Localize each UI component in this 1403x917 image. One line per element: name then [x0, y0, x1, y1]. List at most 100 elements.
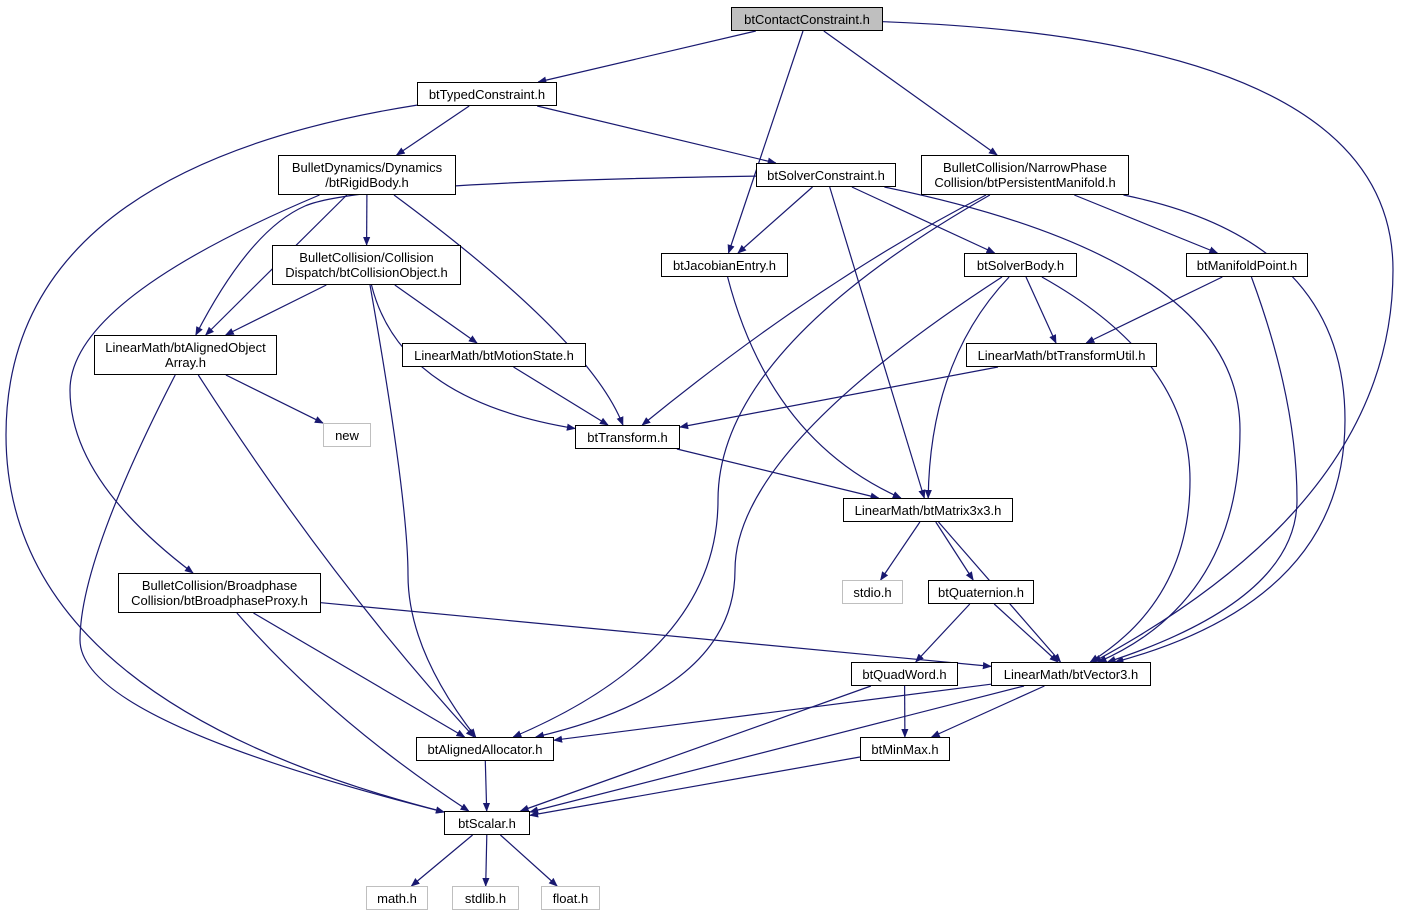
- edge-manifold-to-tutil: [1085, 276, 1223, 344]
- node-math: math.h: [366, 886, 428, 910]
- node-label: float.h: [552, 890, 589, 906]
- node-quat[interactable]: btQuaternion.h: [928, 580, 1034, 604]
- edge-alloc-to-scalar: [482, 760, 491, 812]
- node-label: LinearMath/btTransformUtil.h: [977, 347, 1146, 363]
- edge-solverb-to-alloc: [534, 276, 1003, 739]
- edge-matrix-to-quat: [935, 521, 974, 581]
- edge-collobj-to-transform: [370, 284, 576, 431]
- node-scalar[interactable]: btScalar.h: [444, 811, 530, 835]
- node-label: new: [335, 427, 359, 443]
- edge-aligned-to-new: [225, 374, 324, 424]
- edge-collobj-to-alloc: [369, 284, 477, 738]
- node-typed[interactable]: btTypedConstraint.h: [417, 82, 557, 106]
- edge-persist-to-transform: [641, 194, 987, 426]
- edge-vector-to-scalar: [529, 685, 1025, 814]
- node-label: LinearMath/btVector3.h: [1003, 666, 1139, 682]
- edge-persist-to-vector: [1114, 194, 1346, 664]
- edge-vector-to-alloc: [553, 683, 992, 743]
- edge-contact-to-persist: [823, 30, 998, 156]
- edge-broad-to-scalar: [236, 612, 470, 812]
- node-float: float.h: [541, 886, 600, 910]
- node-label: btSolverBody.h: [976, 257, 1065, 273]
- edge-collobj-to-motion: [394, 284, 478, 344]
- node-motion[interactable]: LinearMath/btMotionState.h: [402, 343, 586, 367]
- node-solverc[interactable]: btSolverConstraint.h: [756, 163, 896, 187]
- node-label: btContactConstraint.h: [744, 11, 870, 27]
- edge-solverb-to-vector: [1041, 276, 1191, 663]
- edge-minmax-to-scalar: [529, 756, 861, 818]
- edge-broad-to-alloc: [253, 612, 466, 738]
- node-solverb[interactable]: btSolverBody.h: [964, 253, 1077, 277]
- node-label: btSolverConstraint.h: [767, 167, 885, 183]
- edge-solverc-to-aligned: [195, 175, 757, 336]
- edge-contact-to-vector: [882, 21, 1394, 663]
- edge-typed-to-scalar: [5, 104, 445, 814]
- edge-persist-to-alloc: [512, 194, 991, 738]
- edge-matrix-to-stdio: [880, 521, 921, 581]
- edge-solverc-to-jacobian: [737, 186, 813, 254]
- edge-contact-to-typed: [537, 30, 756, 84]
- edge-solverc-to-vector: [884, 186, 1241, 663]
- node-label: LinearMath/btAlignedObject: [105, 340, 266, 355]
- node-label: btTransform.h: [587, 429, 668, 445]
- node-jacobian[interactable]: btJacobianEntry.h: [661, 253, 788, 277]
- edge-motion-to-transform: [513, 366, 609, 426]
- edge-scalar-to-float: [499, 834, 558, 887]
- edge-typed-to-rigid: [395, 105, 470, 156]
- node-label: LinearMath/btMatrix3x3.h: [854, 502, 1002, 518]
- node-matrix[interactable]: LinearMath/btMatrix3x3.h: [843, 498, 1013, 522]
- node-rigid[interactable]: BulletDynamics/Dynamics/btRigidBody.h: [278, 155, 456, 195]
- node-manifold[interactable]: btManifoldPoint.h: [1186, 253, 1308, 277]
- node-vector[interactable]: LinearMath/btVector3.h: [991, 662, 1151, 686]
- edge-scalar-to-math: [410, 834, 473, 887]
- edge-manifold-to-vector: [1106, 276, 1298, 663]
- node-tutil[interactable]: LinearMath/btTransformUtil.h: [966, 343, 1157, 367]
- node-label: math.h: [377, 890, 417, 906]
- node-label: btAlignedAllocator.h: [427, 741, 543, 757]
- node-label: stdio.h: [853, 584, 892, 600]
- node-label: btManifoldPoint.h: [1196, 257, 1298, 273]
- edge-solverc-to-matrix: [829, 186, 926, 499]
- node-label: Collision/btPersistentManifold.h: [934, 175, 1116, 190]
- node-stdio: stdio.h: [842, 580, 903, 604]
- node-label: Collision/btBroadphaseProxy.h: [131, 593, 308, 608]
- edge-tutil-to-transform: [679, 366, 999, 430]
- node-label: btMinMax.h: [871, 741, 939, 757]
- edge-aligned-to-alloc: [197, 374, 475, 738]
- node-stdlib: stdlib.h: [452, 886, 519, 910]
- node-label: BulletCollision/NarrowPhase: [942, 160, 1108, 175]
- node-label: LinearMath/btMotionState.h: [414, 347, 574, 363]
- node-contact[interactable]: btContactConstraint.h: [731, 7, 883, 31]
- node-label: btScalar.h: [458, 815, 516, 831]
- edge-vector-to-minmax: [930, 685, 1045, 738]
- node-quad[interactable]: btQuadWord.h: [851, 662, 958, 686]
- edge-solverb-to-tutil: [1025, 276, 1057, 344]
- node-label: /btRigidBody.h: [325, 175, 409, 190]
- edge-rigid-to-broad: [69, 194, 320, 574]
- node-alloc[interactable]: btAlignedAllocator.h: [416, 737, 554, 761]
- node-label: btQuadWord.h: [862, 666, 947, 682]
- node-label: stdlib.h: [464, 890, 507, 906]
- node-label: BulletDynamics/Dynamics: [291, 160, 443, 175]
- node-transform[interactable]: btTransform.h: [575, 425, 680, 449]
- edge-transform-to-matrix: [676, 448, 880, 500]
- edge-quat-to-quad: [915, 603, 971, 663]
- edge-aligned-to-scalar: [79, 374, 445, 814]
- edge-quad-to-scalar: [519, 685, 872, 812]
- node-label: Dispatch/btCollisionObject.h: [285, 265, 448, 280]
- edge-solverc-to-solverb: [851, 186, 996, 254]
- node-label: btJacobianEntry.h: [672, 257, 777, 273]
- edge-broad-to-vector: [320, 602, 992, 670]
- edge-collobj-to-aligned: [224, 284, 327, 336]
- node-label: BulletCollision/Broadphase: [141, 578, 298, 593]
- edge-contact-to-jacobian: [727, 30, 804, 254]
- node-label: btTypedConstraint.h: [428, 86, 546, 102]
- node-minmax[interactable]: btMinMax.h: [860, 737, 950, 761]
- edge-typed-to-solverc: [537, 105, 777, 165]
